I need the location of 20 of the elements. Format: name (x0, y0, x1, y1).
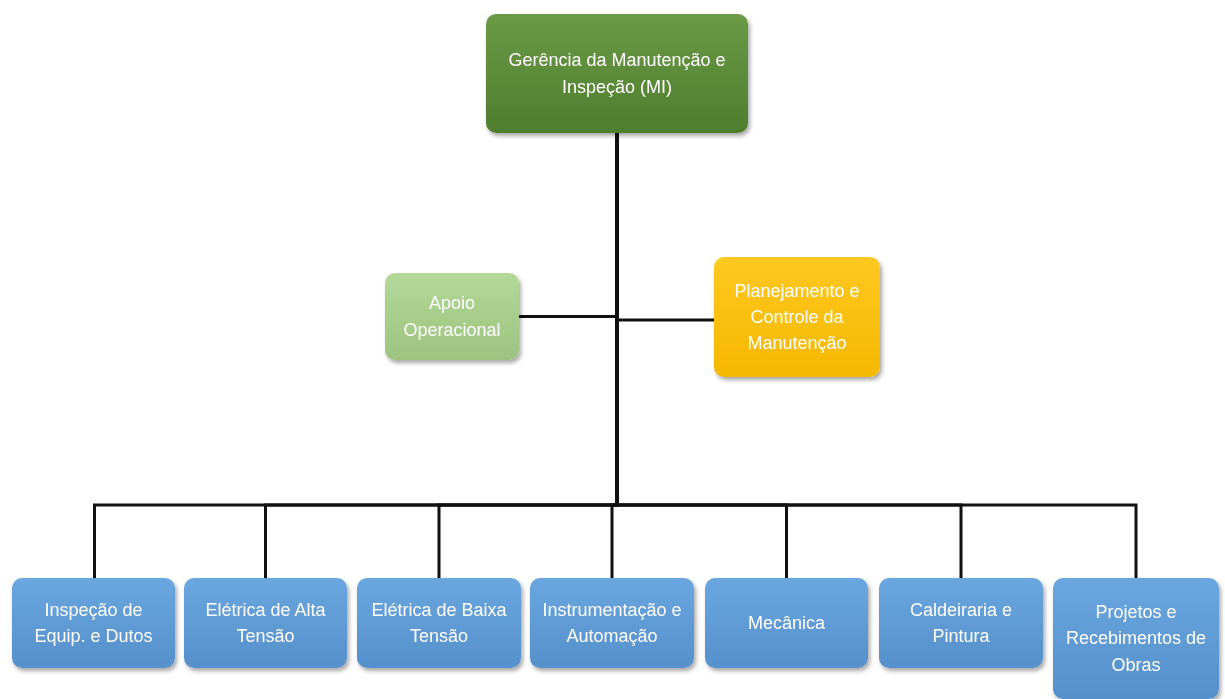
unit-name: Elétrica de Baixa Tensão (370, 598, 508, 648)
org-unit-box (714, 257, 880, 377)
unit-name: Projetos e Recebimentos de Obras (1064, 601, 1208, 677)
unit-name: Inspeção de Equip. e Dutos (33, 598, 154, 648)
unit-name: Gerência da Manutenção e Inspeção (MI) (507, 49, 727, 99)
unit-name: Instrumentação e Automação (541, 598, 683, 648)
unit-name: Elétrica de Alta Tensão (204, 598, 327, 648)
org-unit-box (184, 578, 347, 668)
org-unit-box (705, 578, 868, 668)
org-unit-box (385, 273, 519, 360)
org-unit-box (530, 578, 694, 668)
org-unit-box (357, 578, 521, 668)
org-unit-box (1053, 578, 1219, 699)
unit-name: Planejamento e Controle da Manutenção (733, 279, 861, 356)
unit-name: Apoio Operacional (402, 292, 502, 342)
org-unit-box (486, 14, 748, 133)
org-unit-box (12, 578, 175, 668)
org-unit-box (879, 578, 1043, 668)
unit-name: Caldeiraria e Pintura (908, 598, 1014, 648)
unit-name: Mecânica (747, 611, 825, 635)
